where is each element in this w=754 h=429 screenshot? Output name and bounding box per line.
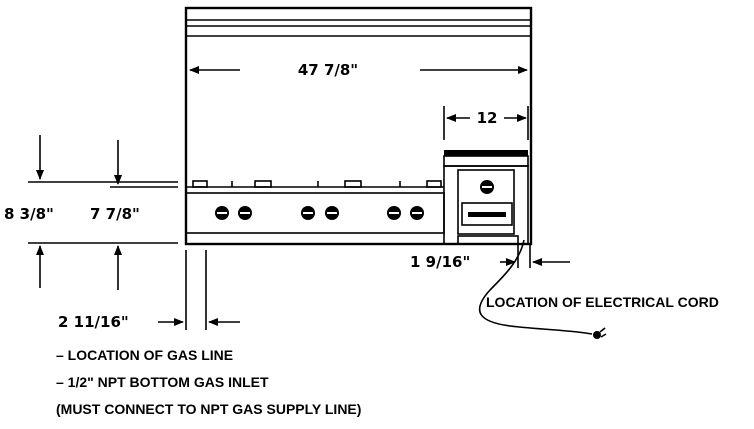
height-dimension-outer: 8 3/8" [4,135,178,288]
control-knob-icon [325,206,339,220]
note-line: – 1/2" NPT BOTTOM GAS INLET [56,374,269,390]
gas-line-dimension: 2 11/16" [58,250,240,331]
height-inner-label: 7 7/8" [90,205,140,223]
note-line: (MUST CONNECT TO NPT GAS SUPPLY LINE) [56,401,361,417]
overall-width-label: 47 7/8" [298,61,358,79]
control-knob-icon [238,206,252,220]
electrical-cord [478,239,607,339]
control-knob-icon [410,206,424,220]
note-line: – LOCATION OF GAS LINE [56,347,233,363]
side-width-label: 12 [477,109,498,127]
cord-offset-label: 1 9/16" [410,253,470,271]
side-knob-icon [480,180,494,194]
plug-icon [593,327,607,339]
side-unit [443,150,529,245]
control-knob-icon [387,206,401,220]
overall-width-dimension: 47 7/8" [189,61,528,79]
gas-line-offset-label: 2 11/16" [58,313,129,331]
main-body-outline [184,6,533,246]
knob-group [215,206,424,220]
height-outer-label: 8 3/8" [4,205,54,223]
control-knob-icon [215,206,229,220]
side-width-dimension: 12 [443,106,529,140]
notes: – LOCATION OF GAS LINE – 1/2" NPT BOTTOM… [56,347,361,417]
height-dimension-inner: 7 7/8" [90,140,178,290]
electrical-cord-label: LOCATION OF ELECTRICAL CORD [486,294,719,310]
control-knob-icon [301,206,315,220]
cord-offset-dimension: 1 9/16" [410,244,570,271]
